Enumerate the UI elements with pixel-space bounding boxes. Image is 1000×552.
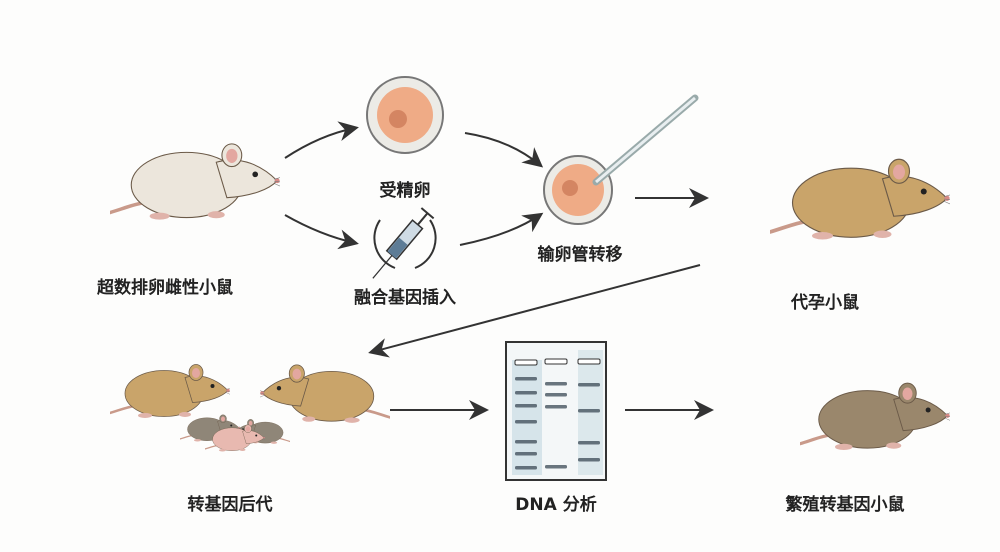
- oviduct-transfer-icon: [543, 94, 699, 225]
- gel-band: [545, 382, 567, 386]
- gel-band: [515, 391, 537, 395]
- gel-band: [515, 452, 537, 456]
- donor-mouse-illustration: [50, 144, 290, 220]
- gel-band: [515, 404, 537, 408]
- syringe-icon: [372, 207, 437, 279]
- injection-label: 融合基因插入: [354, 288, 456, 308]
- transgenic-mouse-illustration: [747, 383, 959, 450]
- gel-band: [515, 420, 537, 424]
- gel-band: [545, 393, 567, 397]
- arrow: [459, 212, 544, 246]
- dna-gel-illustration: [505, 341, 607, 481]
- surrogate-mouse-illustration: [706, 159, 960, 239]
- arrow: [368, 264, 701, 358]
- gel-band: [515, 466, 537, 470]
- offspring-illustration: [110, 362, 390, 453]
- gel-band: [545, 465, 567, 469]
- arrow: [464, 132, 544, 168]
- zygote-label: 受精卵: [379, 181, 431, 201]
- gel-band: [578, 409, 600, 413]
- gel-band: [578, 441, 600, 445]
- arrow: [284, 214, 359, 250]
- offspring-label: 转基因后代: [187, 495, 273, 515]
- arrow: [284, 121, 359, 159]
- gel-well: [544, 358, 568, 365]
- gel-band: [515, 377, 537, 381]
- gel-band: [545, 405, 567, 409]
- breeding-label: 繁殖转基因小鼠: [785, 495, 905, 515]
- gel-well: [514, 359, 538, 366]
- gel-well: [577, 358, 601, 365]
- gel-band: [515, 440, 537, 444]
- gel-band: [578, 383, 600, 387]
- dna-analysis-label: DNA 分析: [515, 495, 597, 515]
- zygote-icon: [366, 76, 444, 154]
- transfer-label: 输卵管转移: [537, 245, 623, 265]
- surrogate-label: 代孕小鼠: [791, 293, 859, 313]
- gel-band: [578, 458, 600, 462]
- donor-label: 超数排卵雌性小鼠: [97, 278, 233, 298]
